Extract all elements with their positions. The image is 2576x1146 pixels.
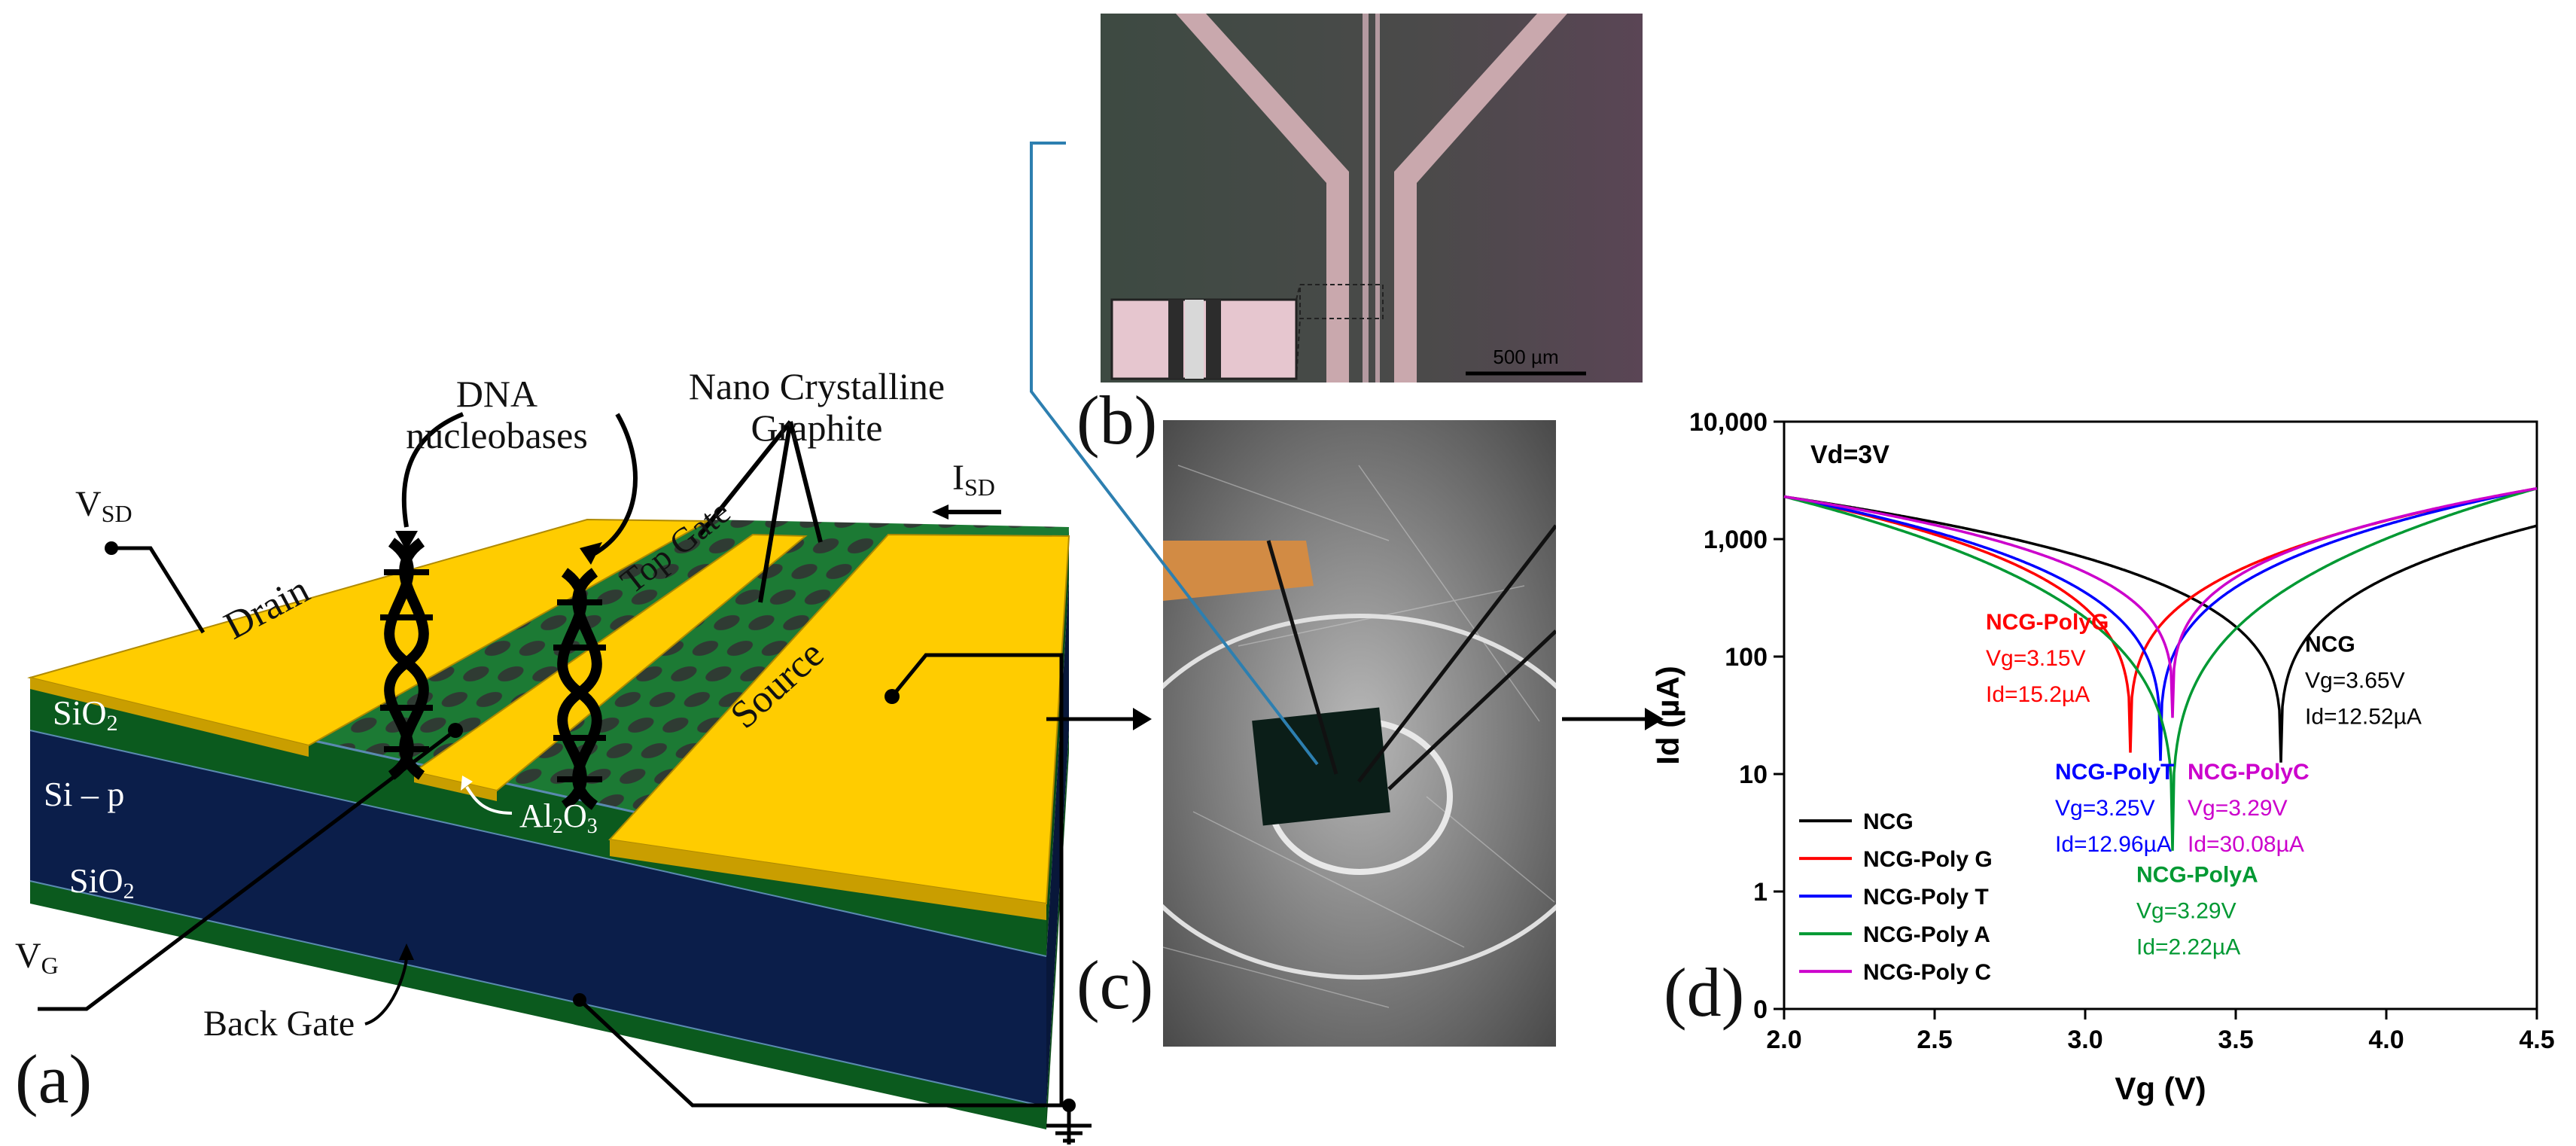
x-tick-label: 3.0 xyxy=(2067,1026,2103,1054)
y-tick-label: 10,000 xyxy=(1689,408,1768,437)
legend-entry: NCG-Poly A xyxy=(1863,922,1990,947)
dna-label-line2: nucleobases xyxy=(406,414,588,456)
sio2-top-label: SiO2 xyxy=(53,693,118,736)
series-line-ncg-poly-t xyxy=(1783,486,2538,761)
device-schematic: DNA nucleobases Nano Crystalline Graphit… xyxy=(15,365,1092,1144)
device-photo xyxy=(1163,420,1556,1047)
micrograph-image: 500 µm xyxy=(1101,14,1643,383)
sio2-bottom-label: SiO2 xyxy=(69,861,135,904)
y-axis-label: Id (µA) xyxy=(1650,666,1685,765)
back-gate-label: Back Gate xyxy=(203,1004,355,1044)
plot-frame xyxy=(1783,420,2538,1010)
series-line-ncg xyxy=(1783,495,2538,763)
graphite-pointer xyxy=(758,421,793,603)
dip-label-vg: Vg=3.65V xyxy=(2305,669,2405,693)
y-tick-label: 10 xyxy=(1739,760,1768,789)
sio2-bottom-layer xyxy=(30,881,1046,1129)
al2o3-label: Al2O3 xyxy=(519,797,598,838)
id-vg-chart: 2.0 2.5 3.0 3.5 4.0 4.5 0 1 10 100 1,000 10,000 Vg (… xyxy=(1650,408,2555,1106)
backgate-arrow xyxy=(364,956,408,1026)
ground-icon xyxy=(1046,1123,1092,1143)
graphite-pointer xyxy=(698,420,793,536)
x-tick-label: 4.0 xyxy=(2368,1026,2404,1054)
dna-arrow xyxy=(593,413,638,556)
panel-label-b: (b) xyxy=(1076,382,1158,459)
vsd-label: VSD xyxy=(75,484,132,527)
vd-annotation: Vd=3V xyxy=(1810,440,1889,469)
dip-label-id: Id=15.2µA xyxy=(1986,682,2090,707)
vsd-wire xyxy=(111,546,206,634)
isd-label: ISD xyxy=(952,458,995,501)
dip-label-name: NCG-PolyG xyxy=(1986,610,2109,635)
dip-label-name: NCG-PolyT xyxy=(2055,760,2174,785)
dip-label-id: Id=2.22µA xyxy=(2136,935,2240,960)
si-p-layer xyxy=(30,730,1046,1107)
x-tick-label: 2.5 xyxy=(1917,1026,1952,1054)
panel-label-a: (a) xyxy=(15,1041,93,1117)
dip-label-vg: Vg=3.25V xyxy=(2055,796,2155,821)
series-line-ncg-poly-a xyxy=(1783,487,2538,851)
y-tick-label: 1 xyxy=(1753,878,1768,907)
dip-label-name: NCG-PolyC xyxy=(2188,760,2310,785)
dna-helix-icon xyxy=(553,568,606,810)
x-tick-label: 2.0 xyxy=(1766,1026,1801,1054)
scale-bar-label: 500 µm xyxy=(1493,346,1558,368)
dip-label-id: Id=12.52µA xyxy=(2305,705,2422,730)
dna-label-line1: DNA xyxy=(456,373,537,415)
y-tick-label: 0 xyxy=(1753,995,1768,1024)
panel-label-c: (c) xyxy=(1076,946,1154,1023)
legend-entry: NCG xyxy=(1863,809,1914,834)
source-wire xyxy=(891,653,1064,1107)
dip-label-vg: Vg=3.15V xyxy=(1986,646,2086,671)
gate-wire xyxy=(38,729,457,1011)
vg-label: VG xyxy=(15,936,59,979)
ncg-label-line2: Graphite xyxy=(751,407,883,449)
source-electrode xyxy=(607,533,1070,905)
dip-label-id: Id=30.08µA xyxy=(2188,832,2304,857)
dip-label-name: NCG xyxy=(2305,632,2355,657)
x-tick-label: 4.5 xyxy=(2519,1026,2554,1054)
y-tick-label: 100 xyxy=(1725,643,1768,672)
dip-label-vg: Vg=3.29V xyxy=(2188,796,2288,821)
dna-arrow xyxy=(401,412,464,528)
ncg-label-line1: Nano Crystalline xyxy=(689,365,945,407)
panel-label-d: (d) xyxy=(1664,954,1745,1031)
dip-label-name: NCG-PolyA xyxy=(2136,863,2258,888)
dna-helix-icon xyxy=(380,538,433,780)
series-line-ncg-poly-c xyxy=(1783,486,2538,718)
legend-entry: NCG-Poly T xyxy=(1863,885,1989,910)
legend-entry: NCG-Poly C xyxy=(1863,960,1991,985)
x-axis-label: Vg (V) xyxy=(2115,1071,2206,1106)
si-p-label: Si – p xyxy=(44,775,124,813)
dip-label-id: Id=12.96µA xyxy=(2055,832,2172,857)
top-gate-electrode xyxy=(412,533,808,792)
x-tick-label: 3.5 xyxy=(2218,1026,2253,1054)
y-tick-label: 1,000 xyxy=(1704,526,1768,554)
dip-label-vg: Vg=3.29V xyxy=(2136,899,2236,924)
legend-entry: NCG-Poly G xyxy=(1863,847,1993,872)
graphite-pointer xyxy=(788,421,823,543)
